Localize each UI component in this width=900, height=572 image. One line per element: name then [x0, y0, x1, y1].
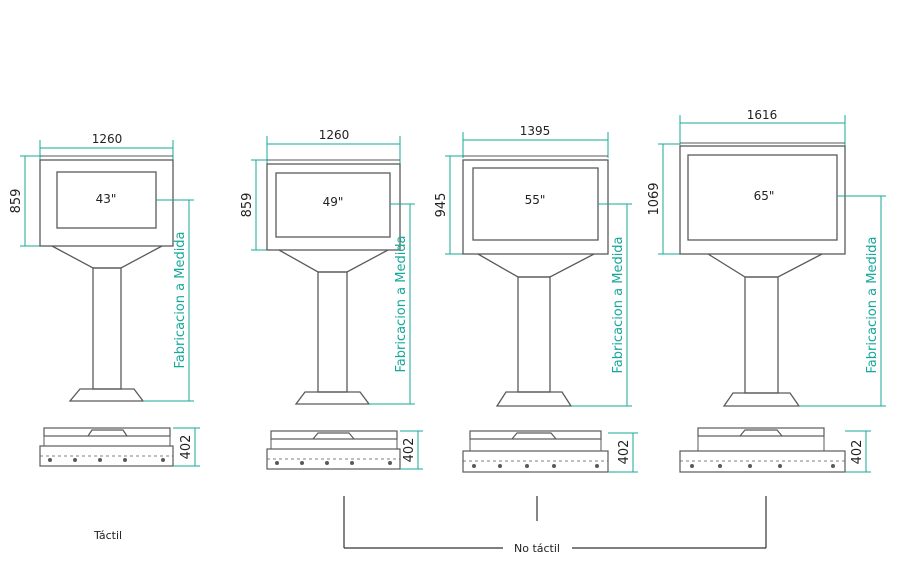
screen-cabinet: [462, 159, 609, 255]
stand-base: [68, 388, 145, 402]
base-top-view: [462, 430, 609, 473]
base-height-value: 402: [617, 440, 632, 465]
base-top-view: [266, 430, 401, 470]
model-size: 43": [96, 192, 117, 206]
width-value: 1395: [520, 124, 551, 138]
no-tactil-label: No táctil: [514, 542, 560, 555]
stand-pole: [92, 267, 122, 390]
height-value: 859: [9, 189, 24, 214]
base-top-view: [39, 427, 174, 467]
screen-cabinet: [679, 145, 846, 255]
custom-size-label: Fabricacion a Medida: [173, 231, 188, 368]
no-tactil-bracket: [343, 496, 767, 549]
height-value: 1069: [647, 182, 662, 215]
custom-size-label: Fabricacion a Medida: [611, 236, 626, 373]
kiosk-65: 1616 1069 65" Fabricacion a Medida: [647, 108, 886, 473]
stand-base: [495, 391, 573, 407]
screen-display: [275, 172, 391, 238]
model-size: 55": [525, 193, 546, 207]
custom-size-label: Fabricacion a Medida: [865, 236, 880, 373]
base-height-value: 402: [402, 438, 417, 463]
stand-neck: [278, 249, 389, 273]
screen-cabinet: [39, 159, 174, 247]
stand-base: [294, 391, 371, 405]
kiosk-55: 1395 945 55" Fabricacion a Medida: [434, 124, 638, 473]
base-height-value: 402: [850, 440, 865, 465]
model-size: 49": [323, 195, 344, 209]
width-value: 1260: [319, 128, 350, 142]
stand-neck: [477, 253, 595, 278]
height-value: 945: [434, 193, 449, 218]
stand-neck: [707, 253, 823, 278]
height-value: 859: [240, 193, 255, 218]
custom-size-label: Fabricacion a Medida: [394, 235, 409, 372]
width-value: 1260: [92, 132, 123, 146]
tactil-label: Táctil: [93, 529, 122, 542]
stand-neck: [51, 245, 163, 269]
kiosk-43: 1260 859 43" Fabricacion a Medida: [9, 132, 200, 467]
base-top-view: [679, 427, 846, 473]
base-height-value: 402: [179, 435, 194, 460]
screen-cabinet: [266, 163, 401, 251]
stand-pole: [517, 276, 551, 393]
model-size: 65": [754, 189, 775, 203]
kiosk-49: 1260 859 49" Fabricacion a Medida: [240, 128, 423, 470]
screen-display: [687, 154, 838, 241]
stand-pole: [744, 276, 779, 394]
stand-base: [722, 392, 801, 407]
width-value: 1616: [747, 108, 778, 122]
stand-pole: [317, 271, 348, 393]
